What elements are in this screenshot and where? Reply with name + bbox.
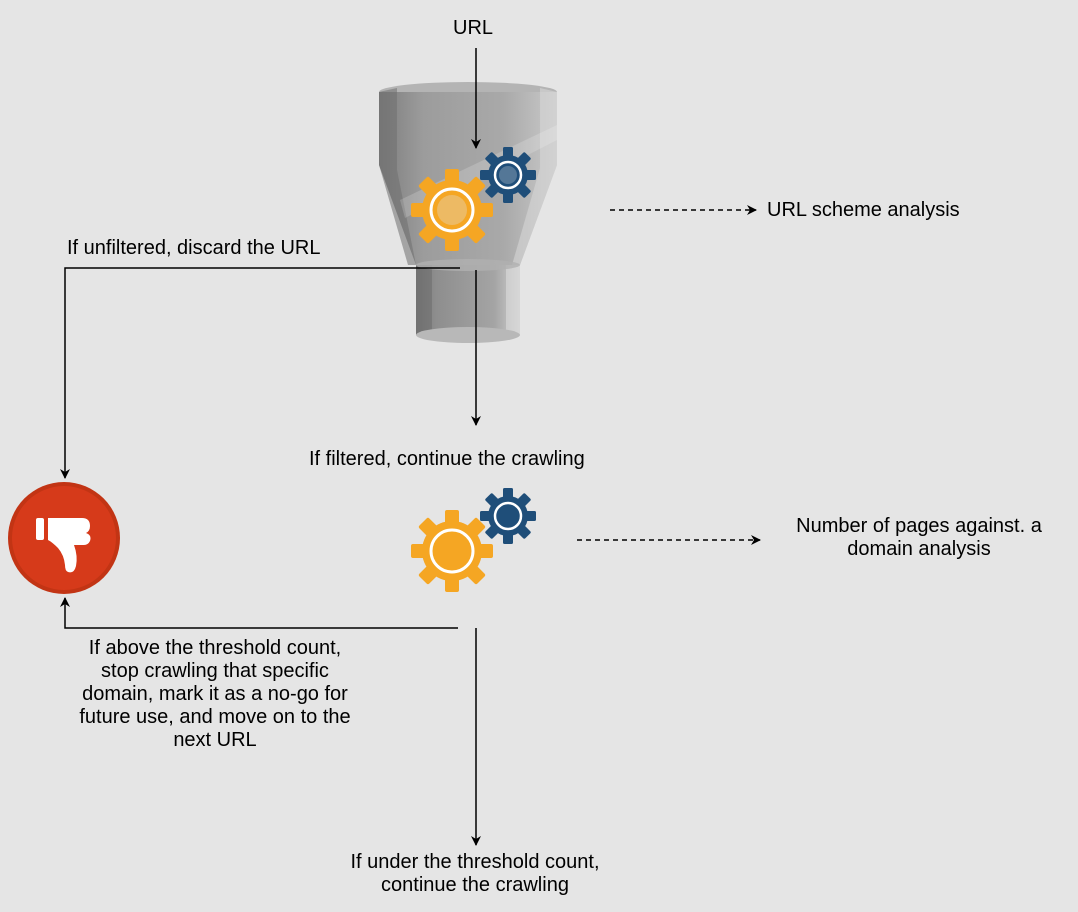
arrow-above-threshold-to-reject — [60, 597, 458, 629]
above-threshold-line-2: stop crawling that specific — [101, 660, 329, 682]
orange-gear-icon — [411, 169, 493, 251]
thumbs-down-icon — [8, 482, 120, 594]
navy-gear-icon — [480, 488, 536, 544]
unfiltered-label: If unfiltered, discard the URL — [67, 237, 321, 259]
gears-icon — [411, 147, 536, 251]
orange-gear-icon — [411, 510, 493, 592]
arrow-unfiltered-to-reject — [60, 267, 460, 479]
above-threshold-line-5: next URL — [173, 729, 257, 751]
under-threshold-line-2: continue the crawling — [381, 874, 569, 896]
above-threshold-line-1: If above the threshold count, — [88, 637, 342, 659]
above-threshold-line-3: domain, mark it as a no-go for — [82, 683, 348, 705]
url-scheme-analysis-label: URL scheme analysis — [767, 199, 960, 221]
navy-gear-icon — [480, 147, 536, 203]
pages-analysis-label: Number of pages against. a domain analys… — [768, 515, 1070, 561]
under-threshold-line-1: If under the threshold count, — [350, 851, 600, 873]
pages-analysis-line-2: domain analysis — [847, 538, 991, 560]
above-threshold-label: If above the threshold count, stop crawl… — [50, 637, 380, 752]
under-threshold-label: If under the threshold count, continue t… — [300, 851, 650, 897]
above-threshold-line-4: future use, and move on to the — [79, 706, 351, 728]
url-label: URL — [453, 17, 494, 39]
pages-analysis-line-1: Number of pages against. a — [796, 515, 1042, 537]
filtered-label: If filtered, continue the crawling — [309, 448, 585, 470]
connectors — [60, 48, 761, 846]
gears-icon — [411, 488, 536, 592]
